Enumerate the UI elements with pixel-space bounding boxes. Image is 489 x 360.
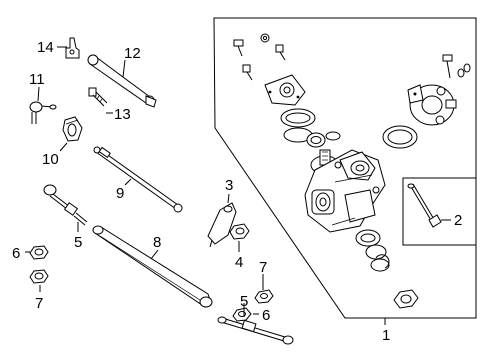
callout-3: 3 [225, 177, 233, 194]
long-bolt [407, 183, 442, 228]
steering-shaft [87, 54, 157, 108]
small-bolt [88, 87, 108, 107]
drag-link-tube [92, 225, 213, 308]
callout-6-right: 6 [262, 307, 270, 324]
leader-lines [25, 46, 451, 325]
callout-10: 10 [42, 151, 59, 168]
tie-rod [93, 146, 183, 213]
gear-assembly-boundary [213, 17, 477, 319]
callout-11: 11 [29, 71, 45, 88]
cover-plate [264, 74, 306, 106]
tie-rod-end-lower [217, 316, 294, 345]
bracket [65, 37, 80, 59]
gear-bolt-icon [233, 33, 286, 81]
callout-4: 4 [235, 254, 243, 271]
ball-joint [29, 101, 57, 124]
pitman-nut [229, 223, 250, 240]
nut-7-left [29, 269, 49, 284]
pump-bolt-icon [442, 54, 471, 79]
callout-5-upper: 5 [74, 234, 82, 251]
tie-rod-end-left [43, 184, 88, 226]
callout-9: 9 [116, 185, 124, 202]
callout-8: 8 [153, 234, 161, 251]
callout-2: 2 [454, 212, 462, 229]
callout-7-right: 7 [259, 259, 267, 276]
callout-6-left: 6 [12, 245, 20, 262]
nut-6-lower [232, 307, 252, 322]
nut-7-lower [254, 289, 274, 304]
callout-12: 12 [124, 45, 141, 62]
callout-14: 14 [37, 39, 54, 56]
gear-housing [304, 149, 386, 233]
clamp [62, 116, 83, 142]
pump-assembly [407, 84, 457, 126]
steering-gear-box [233, 33, 471, 309]
nut-6-left [29, 245, 49, 260]
callout-1: 1 [382, 327, 390, 344]
snap-ring [375, 254, 390, 269]
callout-13: 13 [114, 106, 131, 123]
callouts: 1 2 3 4 5 5 6 6 7 7 8 9 10 11 12 13 14 [12, 39, 462, 344]
callout-7-left: 7 [35, 295, 43, 312]
pitman-arm [207, 202, 237, 248]
callout-5-lower: 5 [240, 293, 248, 310]
